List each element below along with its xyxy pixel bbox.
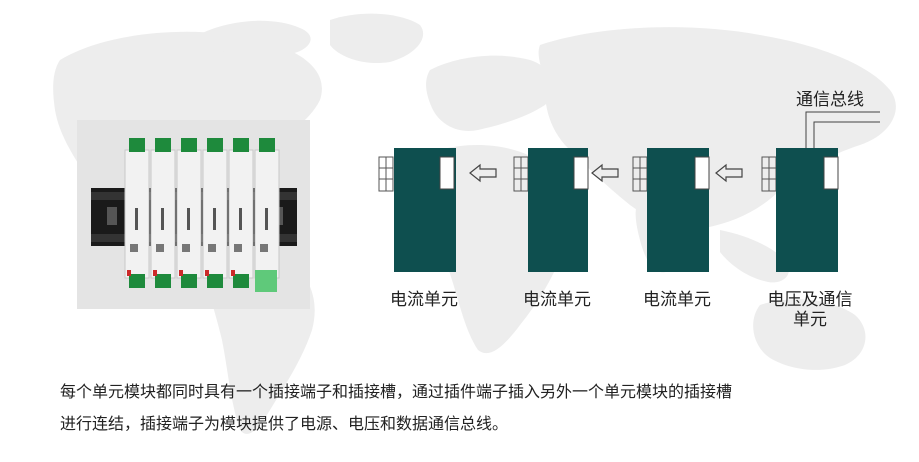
bus-line-inner <box>813 121 880 148</box>
bus-line-outer <box>805 111 880 148</box>
din-rail-module-assembly-photo <box>91 138 297 292</box>
bus-label: 通信总线 <box>796 90 864 110</box>
description-line-1: 每个单元模块都同时具有一个插接端子和插接槽，通过插件端子插入另外一个单元模块的插… <box>60 382 733 401</box>
socket-slot <box>823 156 839 190</box>
module-3 <box>632 148 710 272</box>
product-photo <box>77 120 310 309</box>
socket-slot <box>573 156 589 190</box>
module-4 <box>761 148 839 272</box>
socket-slot <box>439 156 455 190</box>
description: 每个单元模块都同时具有一个插接端子和插接槽，通过插件端子插入另外一个单元模块的插… <box>60 376 900 440</box>
socket-slot <box>694 156 710 190</box>
left-arrow-icon <box>469 163 497 183</box>
left-arrow-icon <box>591 163 619 183</box>
unit-label-3: 电流单元 <box>643 290 711 310</box>
plug-terminal-icon <box>761 156 777 192</box>
module-1 <box>378 148 456 272</box>
plug-terminal-icon <box>378 156 394 192</box>
left-arrow-icon <box>715 163 743 183</box>
unit-label-4: 电压及通信 单元 <box>760 290 860 330</box>
module-2 <box>513 148 589 272</box>
unit-label-1: 电流单元 <box>390 290 458 310</box>
unit-label-4-line1: 电压及通信 <box>767 290 853 310</box>
description-line-2: 进行连结，插接端子为模块提供了电源、电压和数据通信总线。 <box>60 414 509 433</box>
plug-terminal-icon <box>632 156 648 192</box>
plug-terminal-icon <box>513 156 529 192</box>
module-connection-diagram <box>378 111 880 272</box>
unit-label-4-line2: 单元 <box>793 310 827 330</box>
unit-label-2: 电流单元 <box>523 290 591 310</box>
